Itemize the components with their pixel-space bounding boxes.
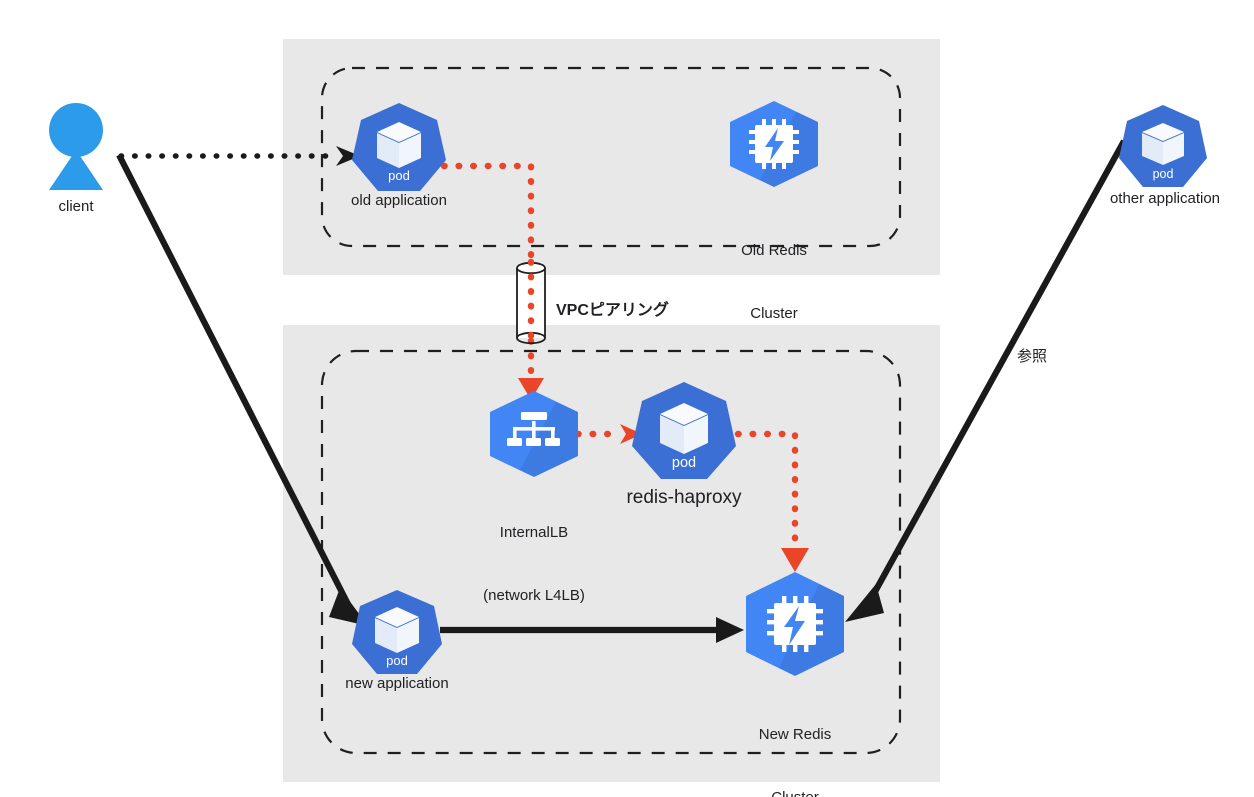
edge-old-application-to-tunnel bbox=[440, 162, 535, 268]
label-vpc-peering: VPCピアリング bbox=[556, 302, 669, 319]
pod-badge-text: pod bbox=[1153, 167, 1174, 181]
pod-cube-glyph bbox=[1142, 123, 1184, 165]
node-other-application[interactable]: pod bbox=[1119, 105, 1207, 187]
pod-cube-glyph bbox=[375, 607, 419, 653]
label-reference-edge: 参照 bbox=[1017, 348, 1048, 365]
node-old-application[interactable]: pod bbox=[352, 103, 446, 191]
new-environment-zone bbox=[283, 325, 940, 782]
user-person-body-icon bbox=[49, 150, 103, 190]
edge-redis-haproxy-to-new-redis-cluster bbox=[734, 430, 809, 572]
old-environment-dashed-border bbox=[320, 66, 902, 248]
pod-badge-text: pod bbox=[388, 168, 410, 183]
edge-client-to-old-application bbox=[118, 146, 360, 166]
node-new-redis-cluster[interactable] bbox=[746, 572, 844, 676]
edge-other-application-to-new-redis-cluster bbox=[845, 139, 1127, 622]
node-redis-haproxy[interactable]: pod bbox=[632, 382, 736, 479]
node-new-application[interactable]: pod bbox=[352, 590, 442, 674]
pod-cube-glyph bbox=[660, 403, 708, 454]
vpc-peering-tunnel bbox=[516, 258, 546, 348]
lightning-bolt-glyph bbox=[765, 128, 784, 161]
pod-badge-text: pod bbox=[386, 653, 408, 668]
load-balancer-glyph bbox=[507, 412, 560, 446]
lightning-bolt-glyph bbox=[784, 606, 805, 645]
user-person-icon bbox=[49, 103, 103, 157]
node-internal-lb[interactable] bbox=[490, 391, 578, 477]
node-old-redis-cluster[interactable] bbox=[730, 101, 818, 187]
node-client[interactable] bbox=[49, 103, 103, 190]
pod-cube-glyph bbox=[377, 122, 421, 168]
pod-badge-text: pod bbox=[672, 455, 696, 471]
edge-new-application-to-new-redis-cluster bbox=[440, 617, 744, 643]
edge-internal-lb-to-redis-haproxy bbox=[574, 424, 642, 444]
